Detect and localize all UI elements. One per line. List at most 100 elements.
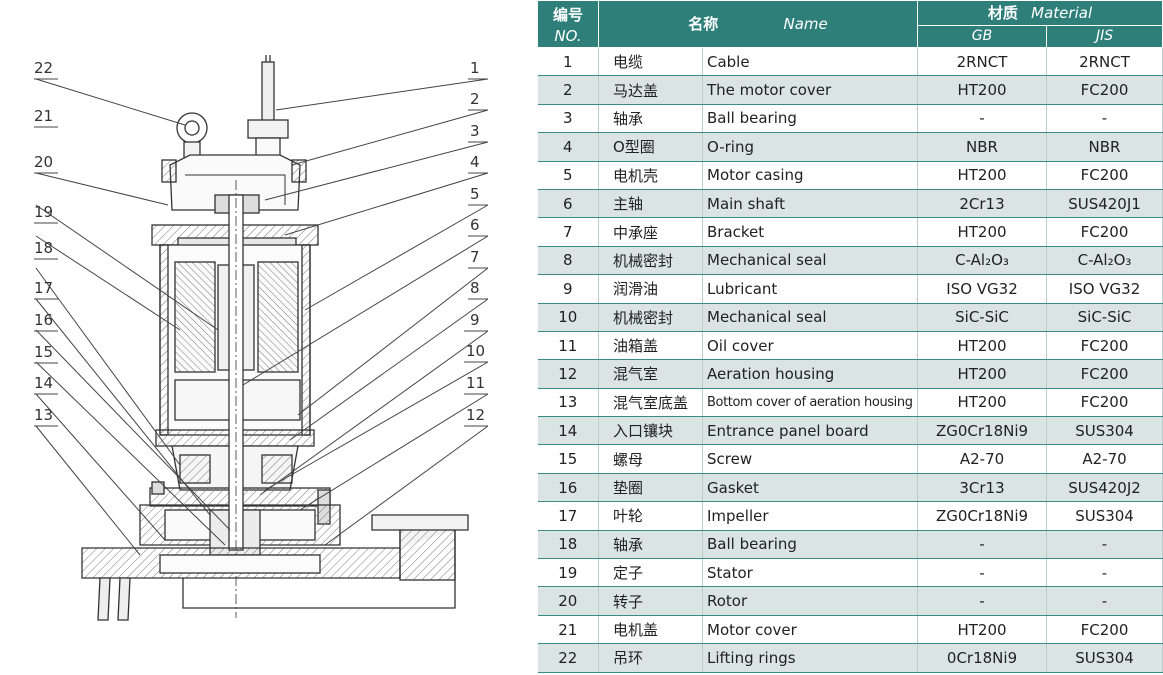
row-material-gb: HT200	[917, 75, 1048, 105]
row-material-gb: A2-70	[917, 444, 1048, 474]
header-material-cn: 材质	[987, 4, 1018, 22]
row-name-cn: 轴承	[598, 530, 703, 560]
row-number: 9	[537, 274, 599, 304]
row-name-en: Motor casing	[702, 161, 919, 190]
row-number: 19	[537, 558, 599, 588]
row-material-gb: ISO VG32	[917, 274, 1048, 304]
table-header: 编号 NO. 名称 Name 材质 Material GB JIS	[537, 0, 1163, 48]
row-number: 12	[537, 359, 599, 389]
row-name-cn: 机械密封	[598, 303, 703, 332]
row-material-gb: NBR	[917, 132, 1048, 162]
row-material-jis: -	[1046, 530, 1163, 560]
row-name-en: O-ring	[702, 132, 919, 162]
row-name-cn: 电机盖	[598, 615, 703, 645]
row-name-cn: 螺母	[598, 444, 703, 474]
header-no-cn: 编号	[552, 6, 583, 24]
row-material-jis: SUS420J1	[1046, 189, 1163, 219]
pump-cross-section-diagram: 1 2 3 4 5 6 7 8 9 10 11 12 22 21 20 19 1…	[34, 55, 489, 621]
callout-15: 15	[34, 343, 53, 361]
row-material-jis: FC200	[1046, 615, 1163, 645]
row-name-en: Lifting rings	[702, 643, 919, 673]
row-name-en: Lubricant	[702, 274, 919, 304]
callout-13: 13	[34, 406, 53, 424]
row-material-gb: 3Cr13	[917, 473, 1048, 503]
header-material: 材质 Material	[917, 0, 1163, 26]
callout-17: 17	[34, 279, 53, 297]
row-name-cn: 电机壳	[598, 161, 703, 190]
row-material-jis: NBR	[1046, 132, 1163, 162]
row-name-en: Ball bearing	[702, 530, 919, 560]
header-gb: GB	[917, 25, 1048, 48]
row-name-cn: 定子	[598, 558, 703, 588]
row-material-gb: HT200	[917, 615, 1048, 645]
callout-6: 6	[470, 216, 480, 234]
header-jis: JIS	[1046, 25, 1163, 48]
callout-7: 7	[470, 248, 480, 266]
row-name-en: Rotor	[702, 586, 919, 616]
row-material-jis: FC200	[1046, 161, 1163, 190]
header-material-en: Material	[1031, 4, 1093, 22]
row-material-jis: FC200	[1046, 359, 1163, 389]
row-name-en: The motor cover	[702, 75, 919, 105]
row-name-en: Impeller	[702, 501, 919, 531]
row-number: 11	[537, 331, 599, 361]
row-material-gb: 2RNCT	[917, 47, 1048, 77]
callout-21: 21	[34, 107, 53, 125]
row-number: 22	[537, 643, 599, 673]
callout-16: 16	[34, 311, 53, 329]
row-name-cn: 润滑油	[598, 274, 703, 304]
row-name-cn: 吊环	[598, 643, 703, 673]
left-underlines	[34, 78, 58, 427]
callout-labels-left: 22 21 20 19 18 17 16 15 14 13	[34, 59, 53, 424]
pump-drawing	[81, 55, 469, 621]
row-number: 21	[537, 615, 599, 645]
row-material-jis: FC200	[1046, 217, 1163, 247]
row-material-jis: SUS304	[1046, 643, 1163, 673]
callout-3: 3	[470, 122, 480, 140]
header-name: 名称 Name	[597, 0, 919, 48]
row-material-jis: SUS304	[1046, 501, 1163, 531]
row-material-gb: -	[917, 104, 1048, 134]
callout-4: 4	[470, 153, 480, 171]
row-number: 18	[537, 530, 599, 560]
right-underlines	[464, 78, 488, 427]
row-number: 7	[537, 217, 599, 247]
row-material-jis: C-Al₂O₃	[1046, 246, 1163, 276]
callout-19: 19	[34, 203, 53, 221]
row-name-en: Entrance panel board	[702, 416, 919, 446]
row-material-gb: HT200	[917, 217, 1048, 247]
row-name-en: Mechanical seal	[702, 303, 919, 332]
row-material-gb: HT200	[917, 359, 1048, 389]
row-name-cn: 垫圈	[598, 473, 703, 503]
row-material-jis: SUS420J2	[1046, 473, 1163, 503]
row-material-gb: ZG0Cr18Ni9	[917, 416, 1048, 446]
row-name-cn: 电缆	[598, 47, 703, 77]
row-material-jis: FC200	[1046, 331, 1163, 361]
row-material-jis: FC200	[1046, 75, 1163, 105]
callout-1: 1	[470, 59, 480, 77]
header-name-en: Name	[783, 15, 828, 33]
row-material-jis: 2RNCT	[1046, 47, 1163, 77]
callout-labels-right: 1 2 3 4 5 6 7 8 9 10 11 12	[466, 59, 485, 424]
row-name-en: Stator	[702, 558, 919, 588]
row-name-cn: 混气室	[598, 359, 703, 389]
row-material-jis: SUS304	[1046, 416, 1163, 446]
row-material-gb: ZG0Cr18Ni9	[917, 501, 1048, 531]
callout-11: 11	[466, 374, 485, 392]
row-name-cn: O型圈	[598, 132, 703, 162]
row-material-gb: SiC-SiC	[917, 303, 1048, 332]
row-material-gb: HT200	[917, 388, 1048, 418]
row-number: 2	[537, 75, 599, 105]
header-no: 编号 NO.	[537, 0, 599, 48]
row-material-gb: HT200	[917, 161, 1048, 190]
